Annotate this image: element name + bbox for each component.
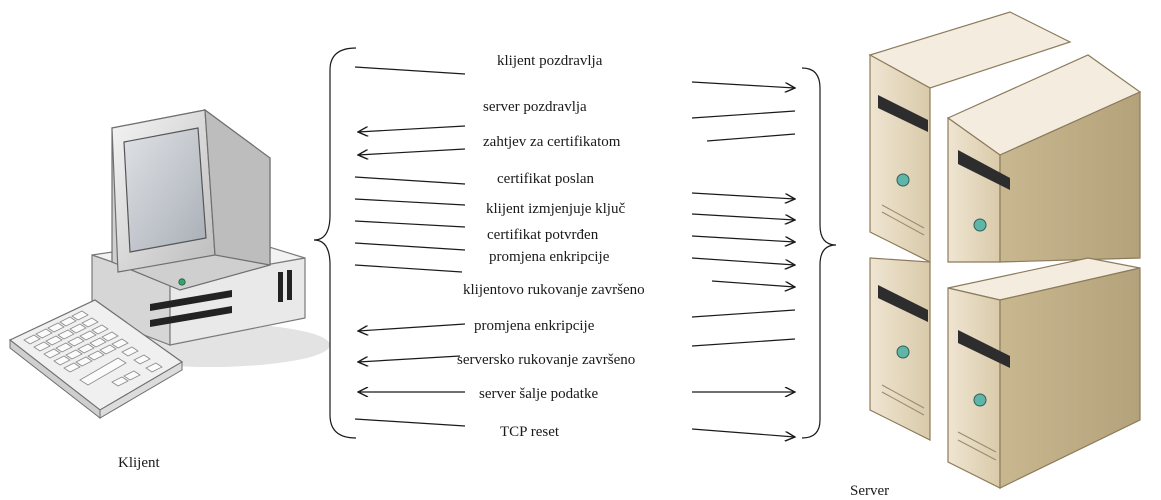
message-label: promjena enkripcije: [474, 318, 595, 334]
message-arrow-right: [691, 257, 795, 265]
server-brace: [801, 67, 837, 439]
message-label: certifikat poslan: [497, 171, 595, 187]
message-row: certifikat potvrđen: [354, 220, 795, 243]
message-row: klijent izmjenjuje ključ: [354, 198, 795, 220]
message-row: zahtjev za certifikatom: [358, 133, 796, 155]
message-row: promjena enkripcije: [354, 242, 795, 265]
message-line-right: [691, 309, 796, 318]
message-label: klijent pozdravlja: [497, 53, 603, 69]
message-label: server šalje podatke: [479, 386, 598, 402]
message-arrow-left: [358, 148, 466, 155]
message-row: TCP reset: [354, 418, 795, 440]
message-row: klijent pozdravlja: [354, 53, 795, 88]
message-label: certifikat potvrđen: [487, 227, 599, 243]
message-label: serversko rukovanje završeno: [457, 352, 635, 368]
message-line-left: [354, 198, 466, 206]
server-unit-icon: [947, 257, 1141, 489]
message-label: zahtjev za certifikatom: [483, 134, 621, 150]
message-line-left: [354, 418, 466, 427]
message-line-right: [691, 338, 796, 347]
message-row: server šalje podatke: [358, 386, 795, 402]
message-line-left: [354, 242, 466, 251]
message-row: klijentovo rukovanje završeno: [354, 264, 795, 298]
message-arrow-left: [358, 125, 466, 132]
message-arrow-right: [691, 81, 795, 88]
message-label: promjena enkripcije: [489, 249, 610, 265]
message-label: klijentovo rukovanje završeno: [463, 282, 645, 298]
message-row: server pozdravlja: [358, 99, 796, 132]
client-brace: [313, 47, 357, 439]
server-unit-icon: [868, 11, 1072, 263]
server-unit-icon: [869, 257, 931, 441]
message-arrow-right: [691, 428, 795, 437]
message-arrow-right: [711, 280, 795, 287]
message-line-right: [691, 110, 796, 119]
client-label: Klijent: [118, 455, 160, 471]
message-list: klijent pozdravlja server pozdravlja zah…: [354, 53, 796, 440]
message-label: server pozdravlja: [483, 99, 587, 115]
message-line-left: [354, 176, 466, 185]
message-arrow-right: [691, 192, 795, 199]
message-line-right: [706, 133, 796, 142]
server-rack-icon: [868, 11, 1142, 489]
client-computer-icon: [8, 108, 330, 420]
server-unit-icon: [946, 54, 1142, 263]
message-arrow-left: [358, 323, 466, 331]
message-line-left: [354, 220, 466, 228]
server-label: Server: [850, 483, 889, 499]
message-line-left: [354, 66, 466, 75]
message-row: serversko rukovanje završeno: [358, 338, 796, 368]
message-row: certifikat poslan: [354, 171, 795, 199]
message-row: promjena enkripcije: [358, 309, 796, 334]
message-arrow-right: [691, 213, 795, 220]
message-line-left: [354, 264, 463, 273]
message-label: klijent izmjenjuje ključ: [486, 201, 625, 217]
message-arrow-right: [691, 235, 795, 242]
message-arrow-left: [358, 355, 461, 362]
message-label: TCP reset: [500, 424, 560, 440]
